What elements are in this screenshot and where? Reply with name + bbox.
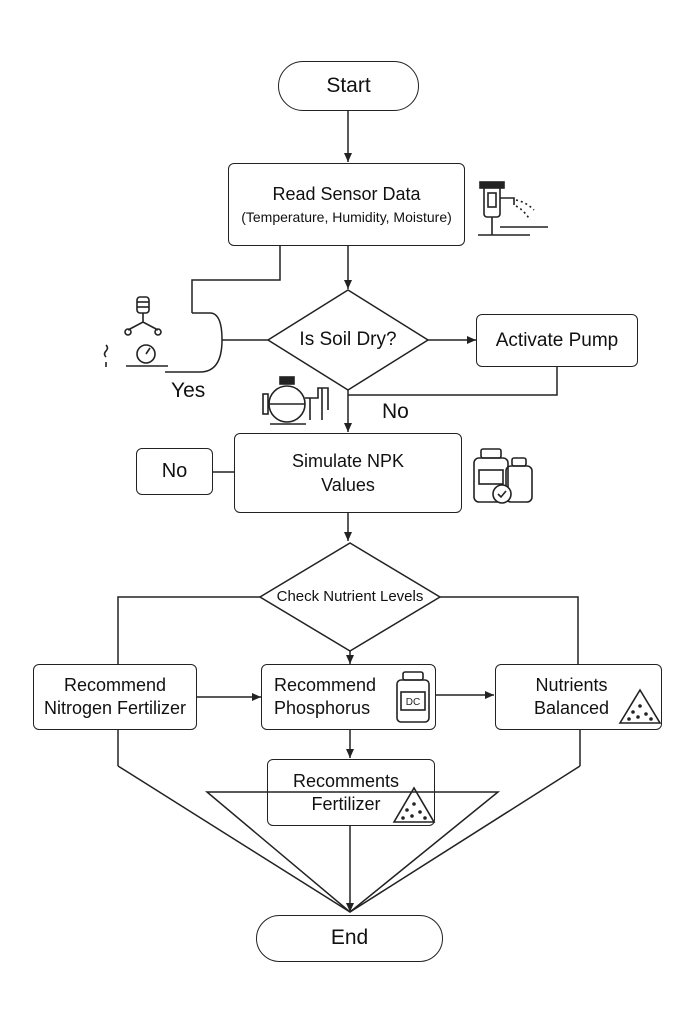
recommend-nitrogen-line2: Nitrogen Fertilizer — [43, 698, 187, 718]
yes-loop-shape — [165, 312, 223, 373]
start-label: Start — [326, 73, 371, 97]
edge-check-right — [440, 596, 579, 664]
is-soil-dry-label: Is Soil Dry? — [299, 329, 397, 351]
no-node: No — [136, 448, 213, 495]
nutrients-balanced-line2: Balanced — [533, 698, 610, 718]
yes-edge-label: Yes — [171, 379, 206, 402]
fertilizer-jar-icon — [396, 671, 430, 723]
start-node: Start — [278, 61, 419, 111]
sprinkler-icon — [478, 181, 548, 236]
recomments-fertilizer-line1: Recomments — [292, 770, 400, 791]
recommend-phosphorus-node: Recommend Phosphorus — [261, 664, 436, 730]
edge-read-loop — [191, 246, 281, 313]
jar-label: DC — [406, 697, 420, 708]
is-soil-dry-label-wrap: Is Soil Dry? — [268, 322, 428, 358]
end-label: End — [330, 926, 369, 950]
simulate-npk-node: Simulate NPK Values — [234, 433, 462, 513]
read-sensor-title: Read Sensor Data — [272, 184, 421, 205]
recommend-nitrogen-line1: Recommend — [63, 675, 167, 696]
edge-nitrogen-end-2 — [117, 765, 351, 913]
edge-check-left — [117, 596, 260, 664]
nutrients-balanced-line1: Nutrients — [535, 675, 608, 696]
recommend-phosphorus-line1: Recommend — [274, 675, 377, 696]
no-edge-label: No — [382, 400, 409, 423]
recomments-fertilizer-line2: Fertilizer — [311, 793, 381, 814]
fertilizer-bottles-icon — [473, 448, 533, 504]
fertilizer-granules-icon — [618, 688, 662, 724]
simulate-npk-line1: Simulate NPK — [291, 450, 405, 471]
recommend-nitrogen-node: Recommend Nitrogen Fertilizer — [33, 664, 197, 730]
read-sensor-node: Read Sensor Data (Temperature, Humidity,… — [228, 163, 465, 246]
end-node: End — [256, 915, 443, 962]
recommend-phosphorus-line2: Phosphorus — [274, 698, 371, 718]
activate-pump-node: Activate Pump — [476, 314, 638, 367]
funnel-shape — [204, 791, 501, 913]
recomments-fertilizer-node: Recomments Fertilizer — [267, 759, 435, 826]
fertilizer-granules-icon-2 — [392, 786, 436, 823]
check-nutrient-label-wrap: Check Nutrient Levels — [260, 584, 440, 610]
no-node-label: No — [161, 460, 188, 482]
simulate-npk-line2: Values — [321, 474, 375, 495]
edge-balanced-end-2 — [349, 765, 581, 913]
check-nutrient-label: Check Nutrient Levels — [276, 588, 424, 606]
water-pump-icon — [262, 376, 329, 425]
edge-pump-merge — [348, 367, 558, 396]
activate-pump-label: Activate Pump — [495, 329, 619, 351]
nutrients-balanced-node: Nutrients Balanced — [495, 664, 662, 730]
read-sensor-subtitle: (Temperature, Humidity, Moisture) — [241, 208, 452, 225]
soil-sensor-icon — [103, 296, 168, 367]
